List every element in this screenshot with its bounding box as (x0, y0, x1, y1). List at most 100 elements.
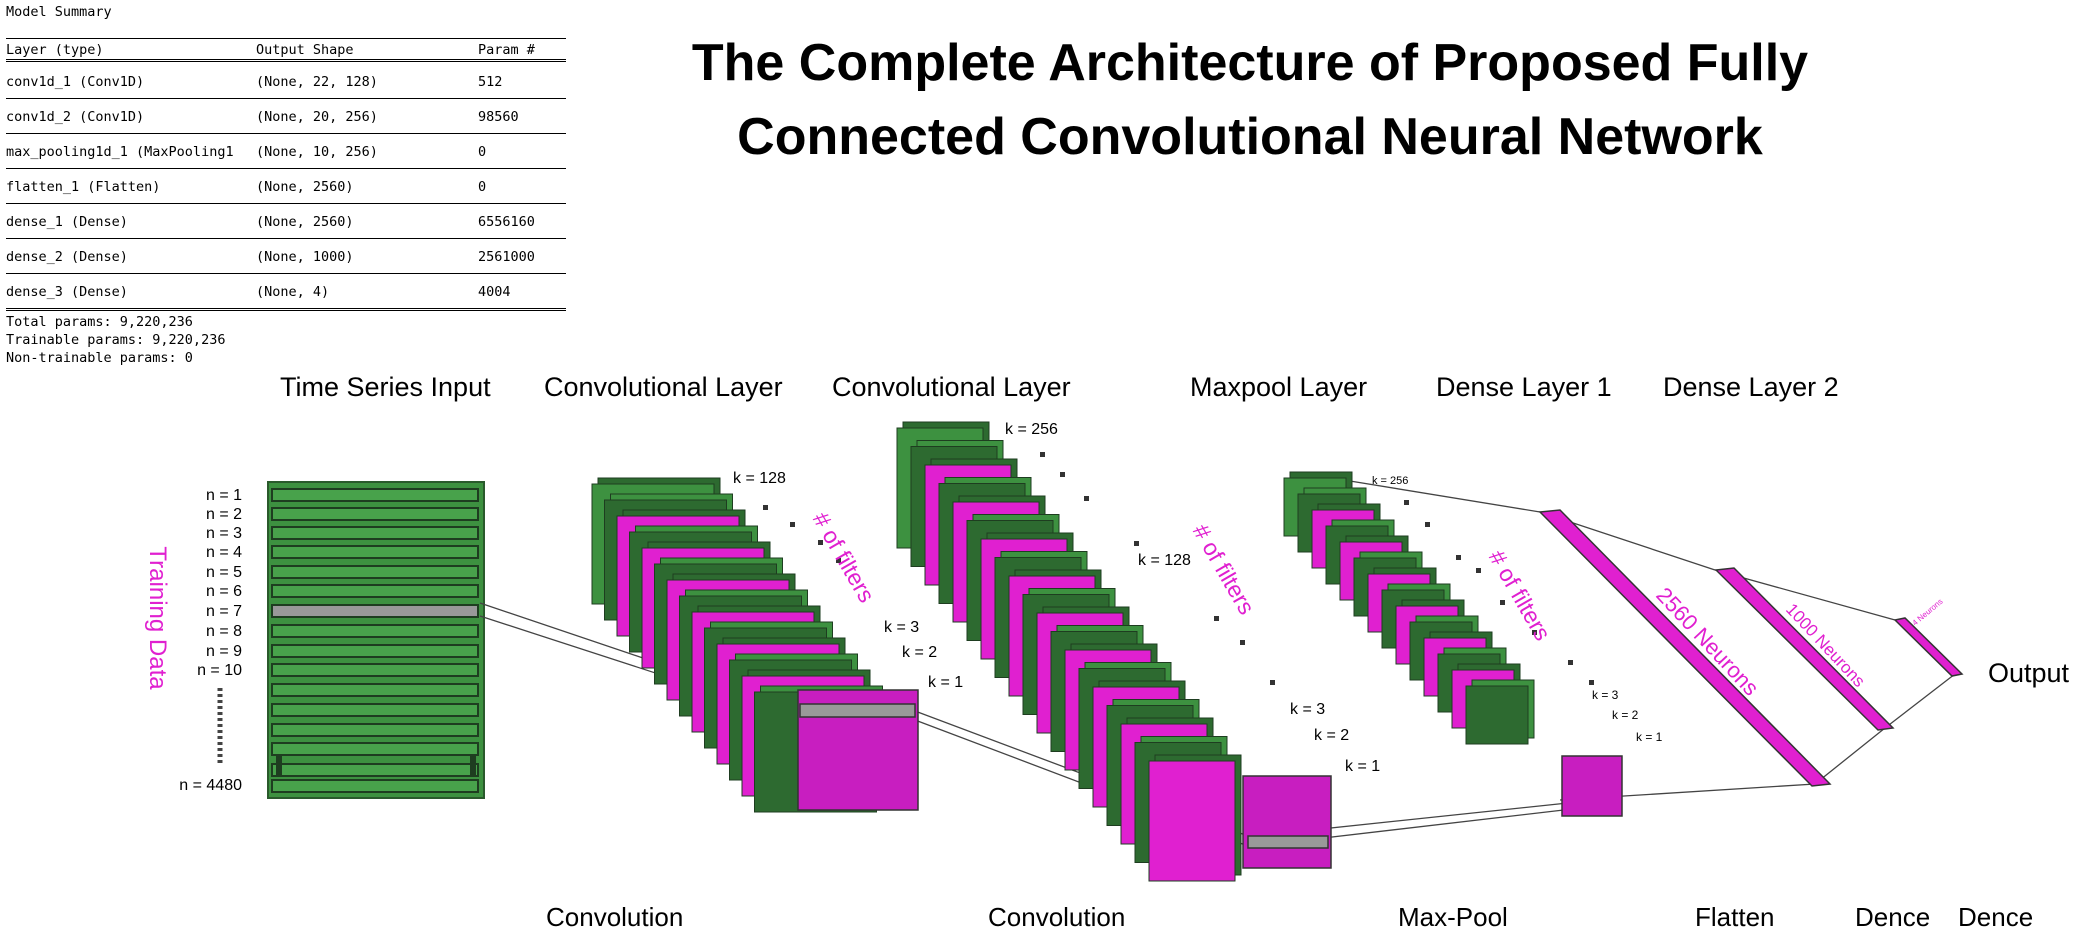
table-row: conv1d_1 (Conv1D)(None, 22, 128)512 (6, 64, 566, 99)
input-row (271, 488, 479, 502)
ellipsis-dot (1500, 600, 1505, 605)
pool-map (1465, 685, 1529, 745)
input-row (271, 644, 479, 658)
ellipsis-dot (1060, 472, 1065, 477)
input-rows (271, 488, 479, 793)
pool-k3: k = 3 (1592, 688, 1619, 702)
layer-cell: flatten_1 (Flatten) (6, 179, 161, 195)
layer-cell: dense_1 (Dense) (6, 214, 128, 230)
label-conv-layer-2: Convolutional Layer (832, 372, 1071, 402)
table-row: max_pooling1d_1 (MaxPooling1 (None, 10, 2… (6, 134, 566, 169)
col-params-header: Param # (478, 42, 535, 58)
pool-k2: k = 2 (1612, 708, 1639, 722)
ellipsis-dot (790, 522, 795, 527)
output-label: Output (1988, 658, 2070, 688)
shape-cell: (None, 20, 256) (256, 109, 378, 125)
shape-cell: (None, 2560) (256, 214, 354, 230)
conv1-k2: k = 2 (902, 644, 937, 661)
input-row-label: n = 5 (206, 564, 242, 581)
input-row (271, 624, 479, 638)
shape-cell: (None, 10, 256) (256, 144, 378, 160)
table-row: conv1d_2 (Conv1D) (None, 20, 256) 98560 (6, 99, 566, 134)
input-row (271, 779, 479, 793)
params-cell: 512 (478, 74, 503, 90)
layer-cell: dense_3 (Dense) (6, 284, 128, 300)
label-convolution-1: Convolution (546, 902, 684, 932)
label-dense-layer-1: Dense Layer 1 (1436, 372, 1612, 402)
connector-line (1884, 673, 1956, 729)
dense-layer-1-bar (1538, 509, 1832, 787)
pool-front-map (1561, 755, 1623, 817)
total-params: Total params: 9,220,236 (6, 314, 193, 330)
input-row-label: n = 4 (206, 544, 242, 561)
conv2-k2: k = 2 (1314, 727, 1349, 744)
conv1-k-top: k = 128 (733, 470, 786, 487)
model-summary: Model Summary Layer (type) Output Shape … (6, 2, 566, 367)
input-row-label: n = 6 (206, 583, 242, 600)
ellipsis-dot (818, 540, 823, 545)
conv2-map (1148, 760, 1236, 882)
pool-k-top: k = 256 (1372, 475, 1408, 487)
summary-double-rule (6, 59, 566, 64)
pool-filters-label: # of filters (1484, 546, 1556, 645)
summary-header-row: Layer (type) Output Shape Param # (6, 38, 566, 59)
conv1-k1: k = 1 (928, 674, 963, 691)
non-trainable-params: Non-trainable params: 0 (6, 350, 193, 366)
input-row-label: n = 9 (206, 643, 242, 660)
input-row-label: n = 3 (206, 525, 242, 542)
dense-layer-3-bar (1893, 617, 1964, 677)
ellipsis-dot (1589, 680, 1594, 685)
ellipsis-dot (763, 505, 768, 510)
conv1-filters-label: # of filters (808, 508, 880, 607)
table-row: dense_3 (Dense)(None, 4)4004 (6, 274, 566, 308)
table-row: dense_2 (Dense)(None, 1000)2561000 (6, 239, 566, 274)
shape-cell: (None, 22, 128) (256, 74, 378, 90)
ellipsis-dot (1404, 500, 1409, 505)
label-dence-1: Dence (1855, 902, 1931, 932)
ellipsis-dot (1568, 660, 1573, 665)
ellipsis-dot (1040, 452, 1045, 457)
input-row (271, 545, 479, 559)
input-row-label: n = 1 (206, 487, 242, 504)
conv2-k3: k = 3 (1290, 701, 1325, 718)
input-row (271, 742, 479, 756)
input-row (271, 723, 479, 737)
params-cell: 0 (478, 144, 487, 160)
input-row-labels: n = 1n = 2n = 3n = 4n = 5n = 6n = 7n = 8… (197, 487, 242, 679)
summary-heading: Model Summary (6, 4, 112, 20)
input-row (271, 683, 479, 697)
input-row (271, 584, 479, 598)
input-row (271, 507, 479, 521)
input-row (271, 703, 479, 717)
input-row-label: n = 8 (206, 623, 242, 640)
input-row-label-last: n = 4480 (179, 777, 242, 794)
input-row-label: n = 2 (206, 506, 242, 523)
layer-cell: max_pooling1d_1 (MaxPooling1 (6, 144, 234, 160)
params-cell: 2561000 (478, 249, 535, 265)
params-cell: 4004 (478, 284, 511, 300)
trainable-params: Trainable params: 9,220,236 (6, 332, 226, 348)
input-row (271, 526, 479, 540)
layer-cell: conv1d_2 (Conv1D) (6, 109, 145, 125)
ellipsis-dot (1270, 680, 1275, 685)
input-row (271, 663, 479, 677)
page-title: The Complete Architecture of Proposed Fu… (691, 34, 1809, 166)
input-row-label: n = 10 (197, 662, 242, 679)
conv1-k3: k = 3 (884, 619, 919, 636)
label-conv-layer-1: Convolutional Layer (544, 372, 783, 402)
label-flatten: Flatten (1695, 902, 1775, 932)
col-shape-header: Output Shape (256, 42, 354, 58)
conv2-filters-label: # of filters (1188, 520, 1260, 619)
input-row (271, 763, 479, 777)
layer-cell: dense_2 (Dense) (6, 249, 128, 265)
dense-layer-2-bar (1714, 567, 1895, 731)
col-layer-header: Layer (type) (6, 42, 104, 58)
conv2-front-map (1242, 775, 1332, 869)
connector-line (1349, 480, 1541, 513)
params-cell: 98560 (478, 109, 519, 125)
label-convolution-2: Convolution (988, 902, 1126, 932)
input-row (271, 565, 479, 579)
input-row-highlight (271, 604, 479, 618)
shape-cell: (None, 2560) (256, 179, 354, 195)
conv2-k1: k = 1 (1345, 758, 1380, 775)
